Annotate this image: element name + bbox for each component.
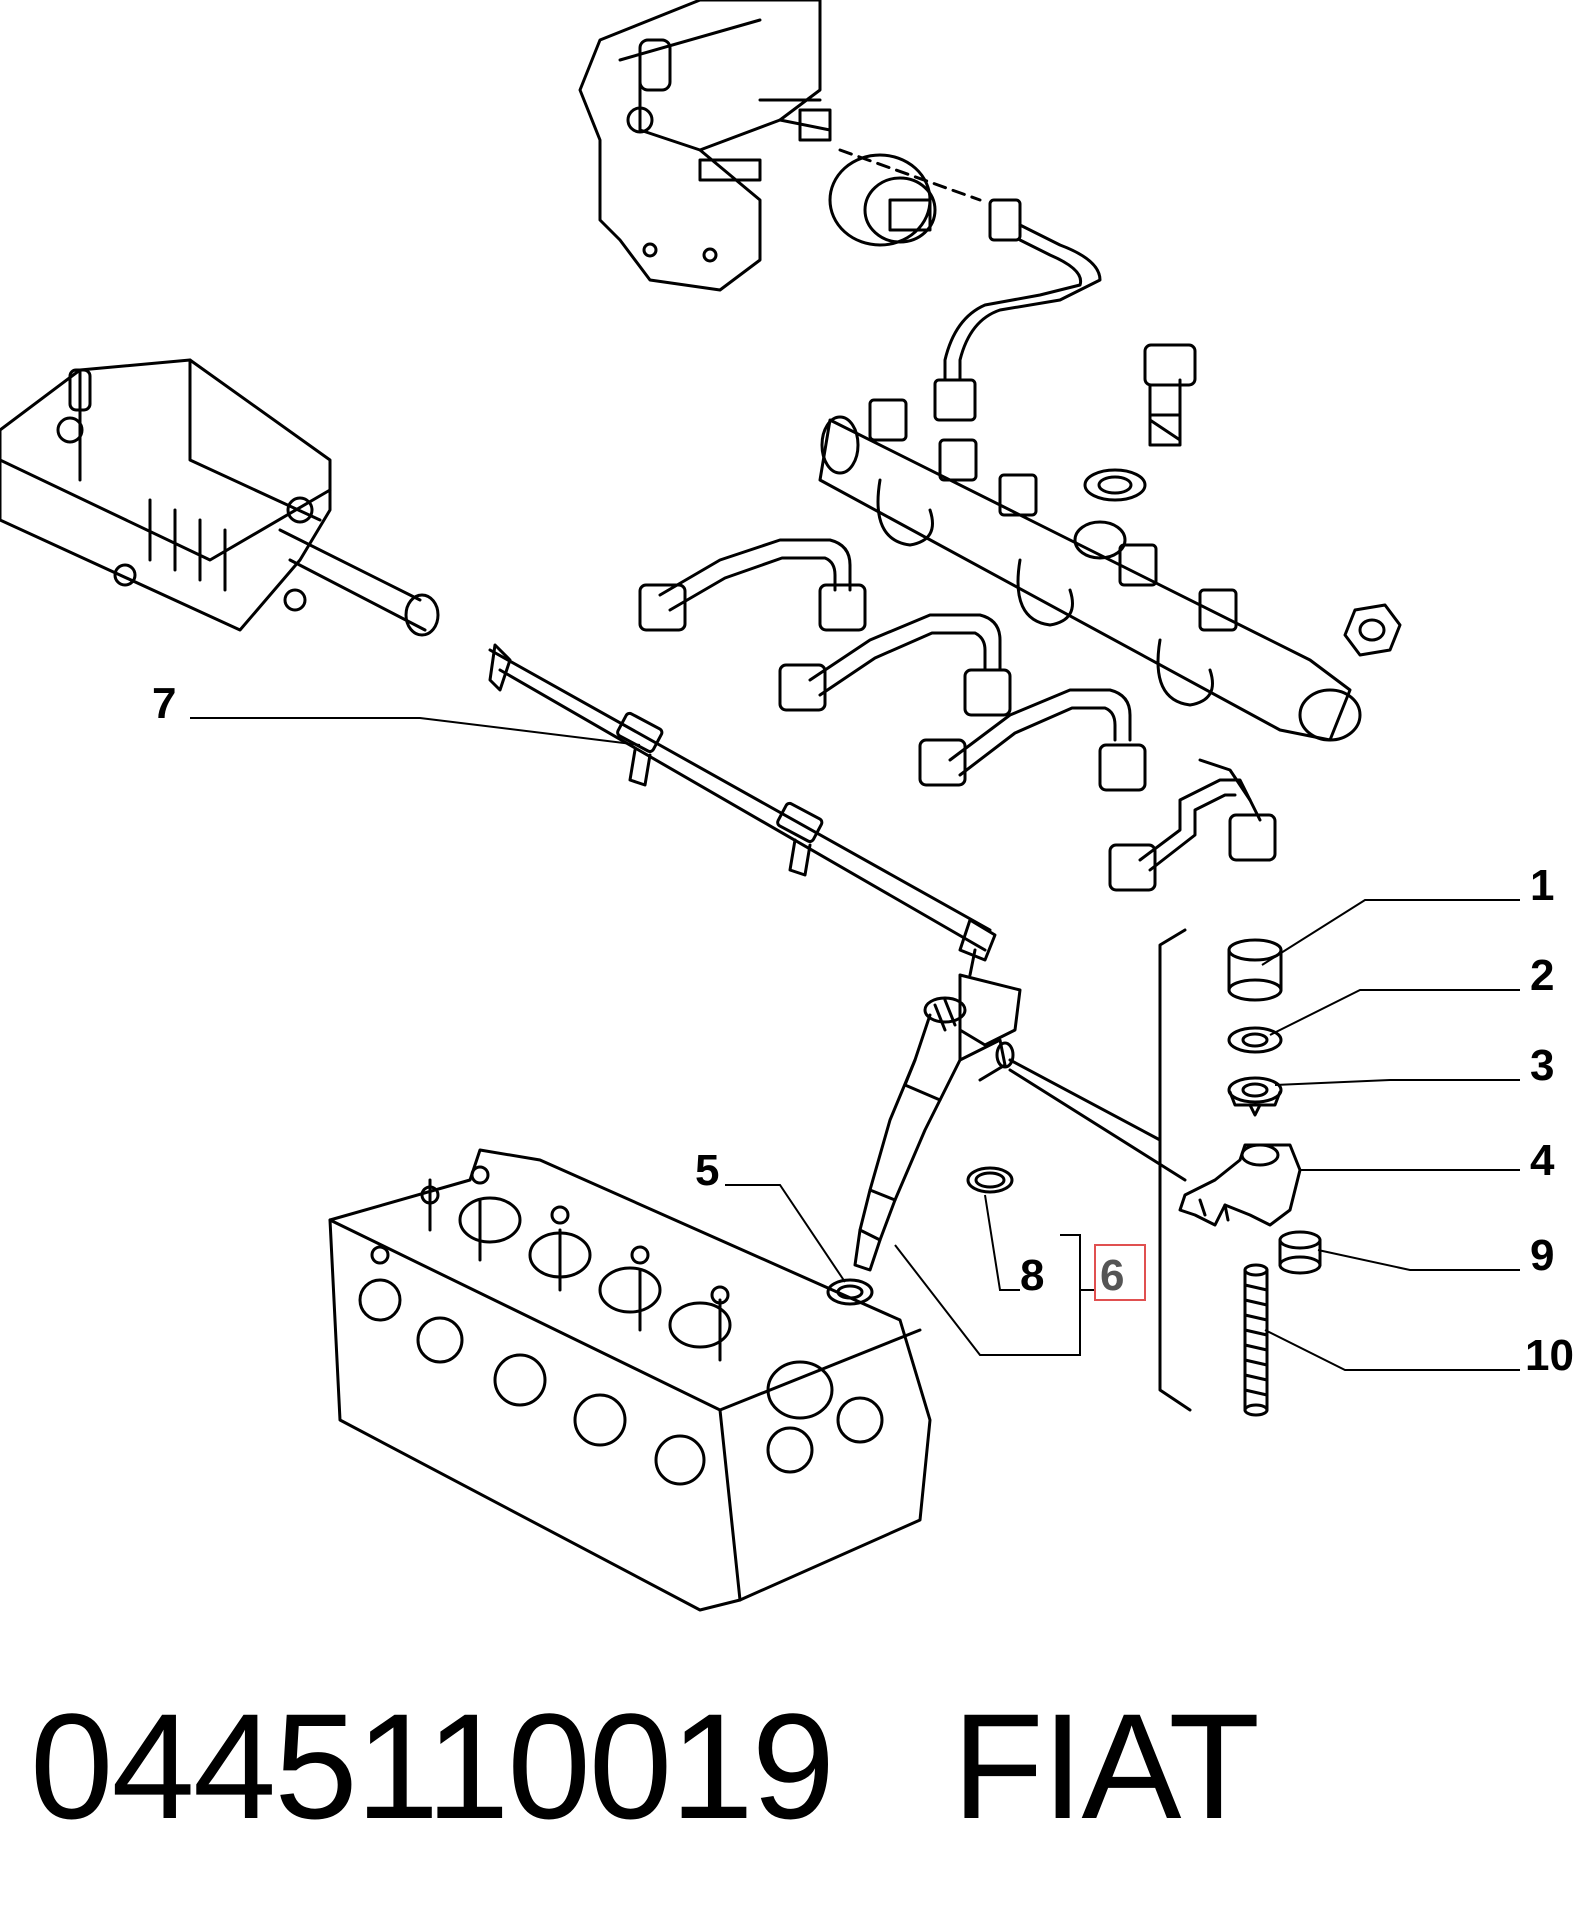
leader-line-10 bbox=[1264, 1329, 1520, 1371]
leader-line-9 bbox=[1317, 1249, 1520, 1271]
pressure-sensor bbox=[1083, 343, 1197, 502]
callout-9: 9 bbox=[1530, 1231, 1554, 1280]
callout-1: 1 bbox=[1530, 861, 1554, 910]
leader-line-2 bbox=[1269, 989, 1520, 1036]
leader-line-8 bbox=[984, 1194, 1020, 1291]
callout-4: 4 bbox=[1530, 1136, 1555, 1185]
highlight-box bbox=[1094, 1244, 1146, 1301]
callout-2: 2 bbox=[1530, 951, 1554, 1000]
bracket-line-side bbox=[1158, 1138, 1192, 1412]
callout-7: 7 bbox=[152, 679, 176, 728]
cylinder-head bbox=[328, 1148, 932, 1612]
washer bbox=[1227, 1026, 1283, 1054]
leader-line-5 bbox=[725, 1184, 846, 1283]
high-pressure-pump bbox=[578, 0, 982, 292]
copper-washer bbox=[826, 1278, 874, 1306]
rail-nut bbox=[1343, 603, 1402, 657]
bracket-line-lower bbox=[1008, 1068, 1187, 1182]
callout-8: 8 bbox=[1020, 1251, 1044, 1300]
bracket-line-upper bbox=[1008, 928, 1187, 1142]
bracket-6 bbox=[894, 1234, 1095, 1356]
common-rail bbox=[818, 398, 1362, 742]
brand-name: FIAT bbox=[952, 1682, 1260, 1850]
o-ring bbox=[966, 1166, 1014, 1194]
callout-3: 3 bbox=[1530, 1041, 1554, 1090]
leak-off-pipe bbox=[488, 643, 997, 977]
injection-pipes bbox=[638, 538, 1277, 892]
leader-line-3 bbox=[1274, 1079, 1520, 1086]
injector-clamp bbox=[1178, 1143, 1302, 1227]
clamp-nut bbox=[1278, 1230, 1322, 1275]
fuel-filter-housing bbox=[0, 358, 440, 637]
leader-line-1 bbox=[1261, 899, 1520, 966]
footer-title: 0445110019 FIAT bbox=[30, 1680, 1260, 1853]
injector bbox=[853, 973, 1022, 1272]
spacer-sleeve bbox=[1227, 938, 1283, 1002]
callout-5: 5 bbox=[695, 1146, 719, 1195]
stud bbox=[1243, 1263, 1269, 1417]
leader-line-7 bbox=[190, 717, 641, 746]
spherical-washer bbox=[1227, 1076, 1283, 1117]
pump-rail-pipe bbox=[933, 198, 1102, 422]
callout-10: 10 bbox=[1525, 1331, 1574, 1380]
part-number: 0445110019 bbox=[30, 1682, 835, 1850]
callout-6: 6 bbox=[1100, 1251, 1124, 1300]
